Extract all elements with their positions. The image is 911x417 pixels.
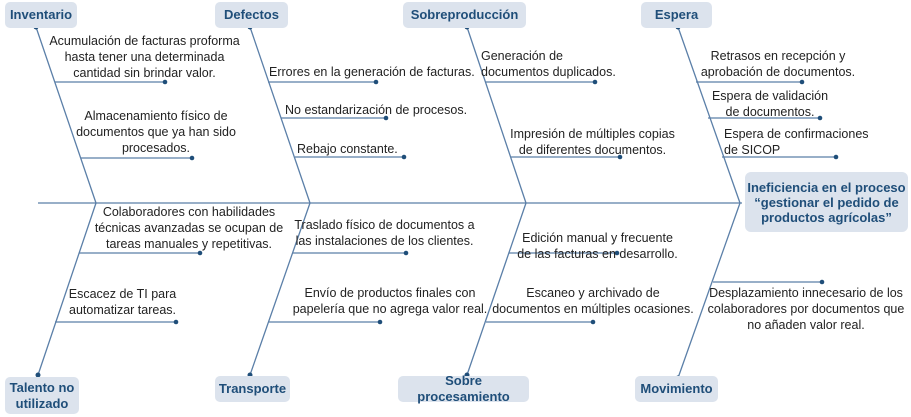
cause-text: Almacenamiento físico de documentos que … xyxy=(76,109,236,155)
bone-espera xyxy=(677,26,741,204)
cause-text: Envío de productos finales con papelería… xyxy=(292,286,488,316)
cause-text: Rebajo constante. xyxy=(297,142,398,156)
category-espera: Espera xyxy=(641,2,712,28)
cause-text: Retrasos en recepción y aprobación de do… xyxy=(700,49,856,79)
bone-defectos xyxy=(249,26,311,204)
cause-text: Espera de confirmaciones de SICOP xyxy=(724,127,869,157)
sub-branches xyxy=(55,81,836,323)
sub-branch-dots xyxy=(162,79,839,325)
cause-text: Errores en la generación de facturas. xyxy=(269,65,475,79)
category-transporte: Transporte xyxy=(215,376,290,402)
bone-sobreprocesamiento xyxy=(466,202,527,376)
cause-text: Generación de documentos duplicados. xyxy=(481,49,616,79)
category-movimiento: Movimiento xyxy=(635,376,718,402)
cause-text: Impresión de múltiples copias de diferen… xyxy=(510,127,675,157)
category-defectos: Defectos xyxy=(215,2,288,28)
category-talento: Talento no utilizado xyxy=(5,377,79,414)
category-sobreprocesamiento: Sobre procesamiento xyxy=(398,373,529,404)
category-inventario: Inventario xyxy=(5,2,77,28)
cause-text: No estandarización de procesos. xyxy=(285,103,468,117)
bone-sobreproduccion xyxy=(466,26,527,204)
cause-text: Escacez de TI para automatizar tareas. xyxy=(68,287,177,317)
cause-text: Acumulación de facturas proforma hasta t… xyxy=(49,34,240,80)
cause-text: Traslado físico de documentos a las inst… xyxy=(294,218,475,248)
bone-transporte xyxy=(249,202,311,376)
cause-text: Desplazamiento innecesario de los colabo… xyxy=(707,286,905,332)
bone-inventario xyxy=(35,26,97,204)
category-sobreproduccion: Sobreproducción xyxy=(403,2,526,28)
effect-box: Ineficiencia en el proceso “gestionar el… xyxy=(745,172,908,232)
cause-text: Edición manual y frecuente de las factur… xyxy=(517,231,678,261)
cause-text: Colaboradores con habilidades técnicas a… xyxy=(94,205,284,251)
bone-talento xyxy=(37,202,97,376)
cause-text: Espera de validación de documentos. xyxy=(711,89,829,119)
cause-text: Escaneo y archivado de documentos en múl… xyxy=(492,286,694,316)
bone-movimiento xyxy=(677,202,741,379)
